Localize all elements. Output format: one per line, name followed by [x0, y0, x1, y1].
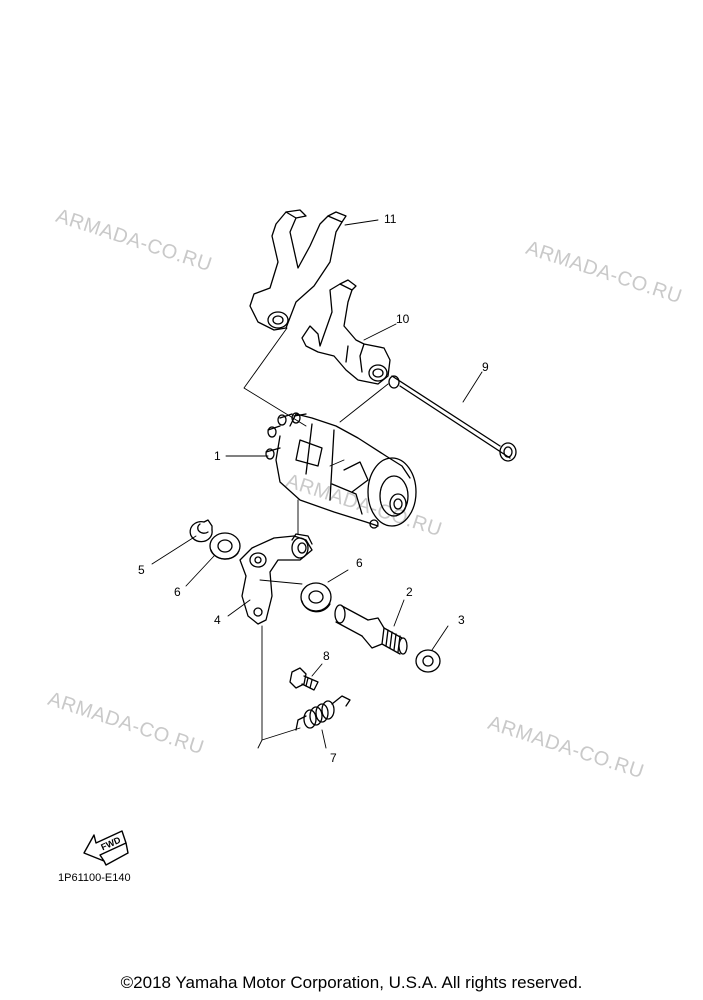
callout-6-left: 6	[174, 585, 181, 599]
callout-9: 9	[482, 360, 489, 374]
callout-6-right: 6	[356, 556, 363, 570]
shift-fork-upper	[249, 209, 347, 331]
bolt	[289, 667, 319, 691]
callout-8: 8	[323, 649, 330, 663]
callout-10: 10	[396, 312, 410, 326]
copyright-notice: ©2018 Yamaha Motor Corporation, U.S.A. A…	[120, 973, 583, 992]
callout-5: 5	[138, 563, 145, 577]
callout-11: 11	[384, 212, 397, 226]
stopper-bolt	[334, 604, 408, 655]
shift-fork-lower	[301, 279, 391, 385]
circlip	[189, 519, 213, 543]
washer-right	[300, 582, 332, 613]
diagram-code: 1P61100-E140	[58, 872, 131, 884]
stopper-lever	[239, 533, 313, 625]
callout-1: 1	[214, 449, 221, 463]
shift-drum	[265, 412, 417, 529]
fwd-arrow-icon: FWD	[83, 830, 129, 866]
washer-small	[415, 649, 441, 673]
washer-left	[209, 532, 241, 560]
callout-3: 3	[458, 613, 465, 627]
callout-4: 4	[214, 613, 221, 627]
torsion-spring	[295, 695, 351, 731]
fork-shaft	[388, 375, 517, 462]
callout-7: 7	[330, 751, 337, 765]
callout-2: 2	[406, 585, 413, 599]
